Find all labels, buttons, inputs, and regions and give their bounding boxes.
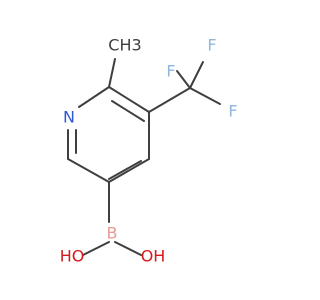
bond-cf3-f-top [189, 61, 204, 89]
aromatic-bond-c5-c6 [111, 100, 145, 122]
methyl-label: CH3 [108, 36, 141, 55]
bond-b-o-left [82, 241, 110, 256]
bond-n1-c6 [78, 86, 110, 108]
bond-c4-c3 [108, 158, 150, 183]
fluorine-left-label: F [166, 62, 175, 81]
bond-c6-methyl [108, 58, 116, 88]
bond-b-o-right [114, 241, 142, 256]
molecule-canvas: CH3 F F F N B HO OH [59, 35, 238, 266]
bond-c6-c5 [108, 86, 150, 113]
nitrogen-label: N [63, 108, 75, 127]
fluorine-top-label: F [207, 36, 216, 55]
hydroxyl-left-label: HO [60, 247, 85, 266]
bond-c3-c2 [67, 158, 110, 183]
aromatic-bond-c4-c3 [108, 160, 142, 180]
bond-cf3-f-right [189, 87, 221, 105]
fluorine-right-label: F [228, 102, 237, 121]
bond-c5-cf3 [148, 87, 191, 113]
boron-label: B [107, 224, 118, 243]
chemical-structure: CH3 F F F N B HO OH [60, 36, 238, 266]
bond-cf3-f-left [176, 70, 191, 89]
hydroxyl-right-label: OH [141, 247, 166, 266]
